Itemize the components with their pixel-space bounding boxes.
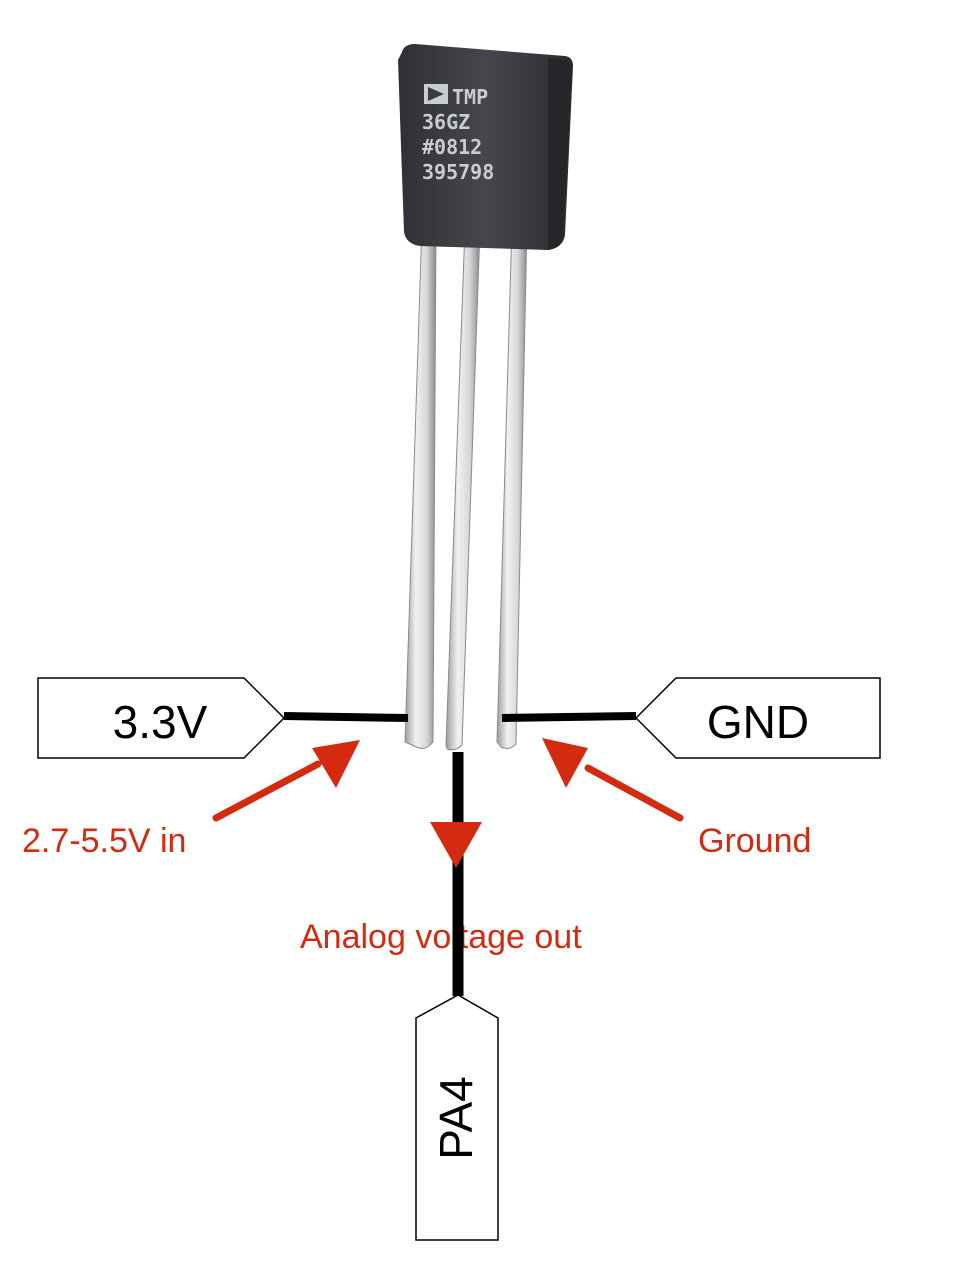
lead-center — [445, 227, 481, 751]
annotation-left: 2.7-5.5V in — [22, 822, 186, 860]
analog-devices-logo-icon — [424, 84, 448, 104]
wire-left — [283, 712, 409, 722]
marking-line-3: #0812 — [422, 135, 482, 159]
annotation-center: Analog voltage out — [300, 918, 582, 956]
sensor-body: TMP 36GZ #0812 395798 — [398, 44, 573, 250]
pin-label-bottom: PA4 — [415, 994, 499, 1241]
marking-line-2: 36GZ — [422, 110, 470, 134]
annotations: 2.7-5.5V in Analog voltage out Ground — [22, 822, 811, 956]
pin-label-right-text: GND — [707, 696, 809, 748]
pin-label-right: GND — [634, 677, 881, 759]
arrow-right-icon — [542, 738, 684, 822]
pin-label-bottom-text: PA4 — [430, 1076, 482, 1160]
arrow-left-icon — [212, 740, 360, 822]
arrow-center-icon — [430, 822, 482, 868]
temperature-sensor: TMP 36GZ #0812 395798 — [398, 44, 573, 751]
annotation-right: Ground — [698, 822, 811, 860]
pin-label-left: 3.3V — [37, 677, 286, 759]
lead-right — [496, 224, 528, 749]
lead-left — [404, 224, 437, 749]
wire-right — [501, 712, 637, 722]
marking-line-4: 395798 — [422, 160, 494, 184]
sensor-leads — [404, 224, 528, 751]
annotation-arrows — [212, 738, 684, 868]
pin-label-left-text: 3.3V — [113, 696, 208, 748]
marking-line-1: TMP — [452, 85, 488, 109]
